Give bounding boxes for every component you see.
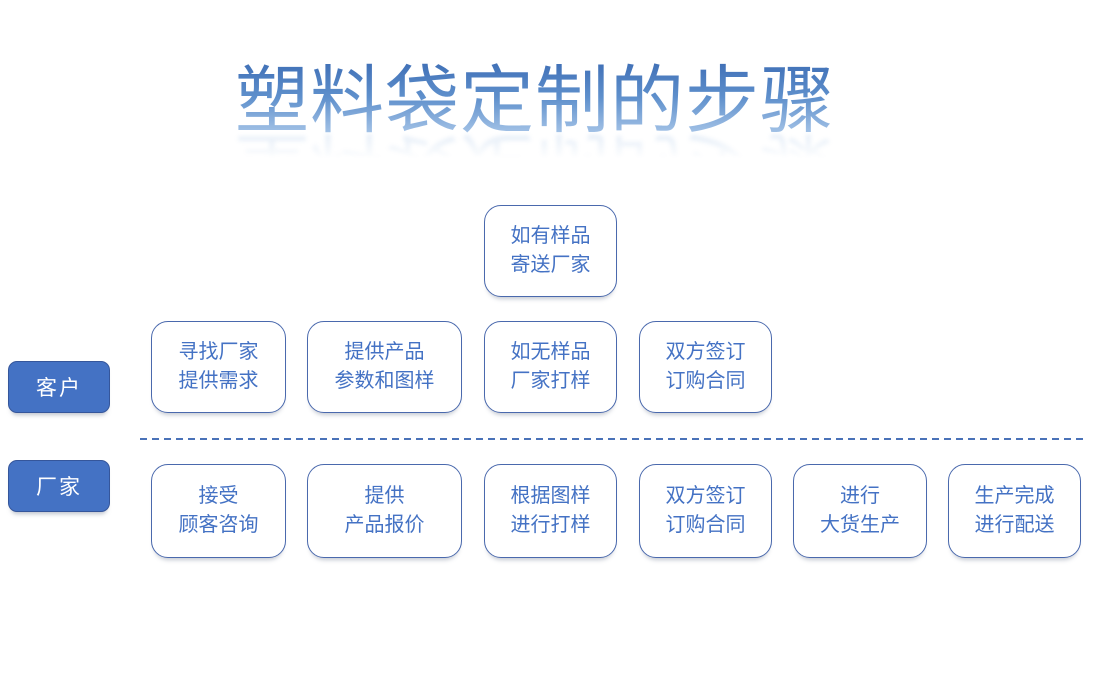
page-title: 塑料袋定制的步骤 <box>235 56 835 146</box>
step-line: 大货生产 <box>820 514 900 536</box>
step-box-customer-1: 寻找厂家 提供需求 <box>151 321 286 413</box>
lane-label-text: 厂家 <box>36 476 82 499</box>
step-line: 寄送厂家 <box>510 254 591 276</box>
step-box-factory-5: 进行 大货生产 <box>793 464 927 558</box>
step-line: 根据图样 <box>510 485 591 507</box>
step-box-customer-3: 如无样品 厂家打样 <box>484 321 617 413</box>
step-line: 顾客咨询 <box>178 514 259 536</box>
step-line: 订购合同 <box>665 514 746 536</box>
step-line: 生产完成 <box>974 485 1055 507</box>
step-box-factory-3: 根据图样 进行打样 <box>484 464 617 558</box>
page-title-reflection: 塑料袋定制的步骤 <box>0 120 1070 210</box>
step-box-factory-2: 提供 产品报价 <box>307 464 462 558</box>
lane-label-customer: 客户 <box>8 361 110 413</box>
step-line: 参数和图样 <box>334 370 435 392</box>
step-box-factory-1: 接受 顾客咨询 <box>151 464 286 558</box>
step-line: 如无样品 <box>510 341 591 363</box>
step-line: 进行 <box>840 485 880 507</box>
step-box-optional-sample: 如有样品 寄送厂家 <box>484 205 617 297</box>
step-line: 提供需求 <box>178 370 259 392</box>
step-line: 提供 <box>364 485 405 507</box>
step-line: 厂家打样 <box>510 370 591 392</box>
step-box-customer-2: 提供产品 参数和图样 <box>307 321 462 413</box>
step-line: 产品报价 <box>344 514 425 536</box>
step-line: 双方签订 <box>665 485 746 507</box>
step-box-factory-4: 双方签订 订购合同 <box>639 464 772 558</box>
step-line: 进行配送 <box>974 514 1055 536</box>
step-line: 如有样品 <box>510 225 591 247</box>
step-box-customer-4: 双方签订 订购合同 <box>639 321 772 413</box>
step-line: 提供产品 <box>344 341 425 363</box>
step-line: 寻找厂家 <box>178 341 259 363</box>
title-block: 塑料袋定制的步骤 塑料袋定制的步骤 <box>0 56 1070 211</box>
lane-label-text: 客户 <box>36 377 82 400</box>
lane-divider-dashed-line <box>140 438 1085 440</box>
step-line: 双方签订 <box>665 341 746 363</box>
lane-label-factory: 厂家 <box>8 460 110 512</box>
step-line: 订购合同 <box>665 370 746 392</box>
step-line: 接受 <box>198 485 239 507</box>
step-box-factory-6: 生产完成 进行配送 <box>948 464 1081 558</box>
step-line: 进行打样 <box>510 514 591 536</box>
